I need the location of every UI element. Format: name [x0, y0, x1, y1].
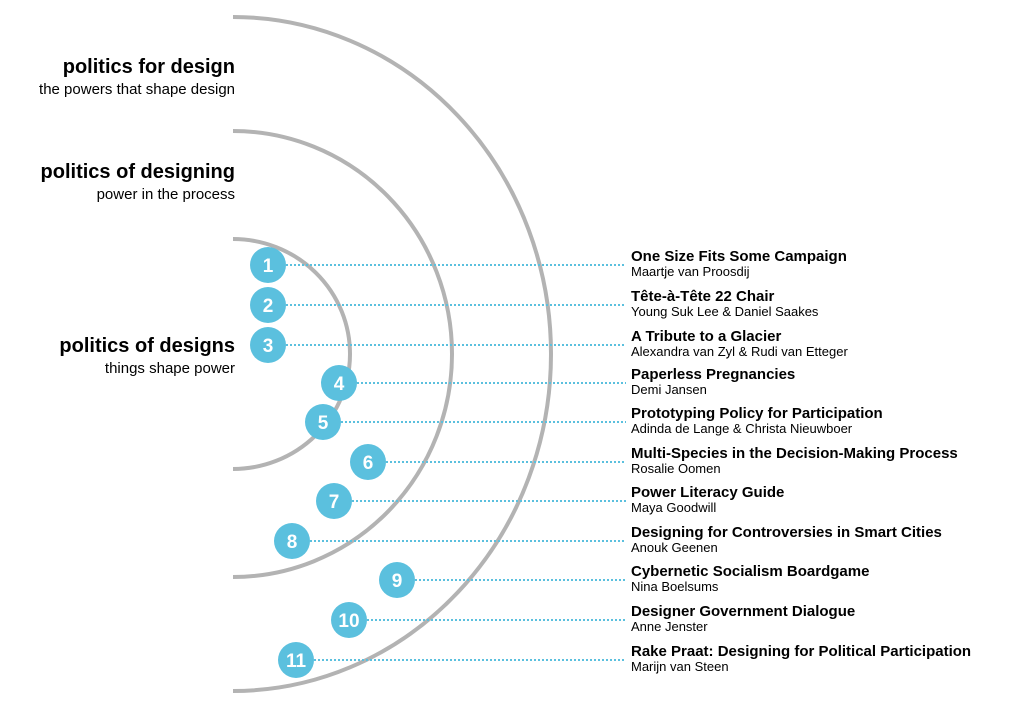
project-row: 6 Multi-Species in the Decision-Making P… [350, 444, 958, 480]
level-label-2: politics of designs things shape power [59, 335, 235, 377]
project-row: 4 Paperless Pregnancies Demi Jansen [321, 365, 795, 401]
project-author: Maartje van Proosdij [631, 264, 750, 279]
project-row: 1 One Size Fits Some Campaign Maartje va… [250, 247, 847, 283]
project-number: 11 [286, 651, 307, 672]
level-label-0: politics for design the powers that shap… [39, 56, 235, 98]
project-number: 7 [329, 492, 340, 513]
project-number-marker [321, 365, 357, 401]
project-number: 10 [338, 611, 359, 632]
level-title: politics for design [63, 56, 235, 78]
project-title: Cybernetic Socialism Boardgame [631, 563, 869, 580]
project-number-marker [250, 247, 286, 283]
project-author: Marijn van Steen [631, 659, 729, 674]
project-number-marker [316, 483, 352, 519]
project-row: 5 Prototyping Policy for Participation A… [305, 404, 883, 440]
level-title: politics of designs [59, 335, 235, 357]
project-row: 9 Cybernetic Socialism Boardgame Nina Bo… [379, 562, 869, 598]
project-author: Anne Jenster [631, 619, 708, 634]
project-title: Power Literacy Guide [631, 484, 784, 501]
project-title: Rake Praat: Designing for Political Part… [631, 643, 971, 660]
project-number: 4 [334, 374, 345, 395]
level-subtitle: power in the process [97, 186, 235, 203]
project-row: 7 Power Literacy Guide Maya Goodwill [316, 483, 784, 519]
level-label-1: politics of designing power in the proce… [41, 161, 235, 203]
project-number-marker [379, 562, 415, 598]
project-row: 11 Rake Praat: Designing for Political P… [278, 642, 971, 678]
project-author: Rosalie Oomen [631, 461, 721, 476]
project-author: Adinda de Lange & Christa Nieuwboer [631, 421, 853, 436]
project-number-marker [305, 404, 341, 440]
project-number: 9 [392, 571, 403, 592]
project-number: 2 [263, 296, 274, 317]
level-arcs [232, 15, 553, 693]
project-number: 8 [287, 532, 298, 553]
project-number: 3 [263, 336, 274, 357]
project-author: Young Suk Lee & Daniel Saakes [631, 304, 819, 319]
level-title: politics of designing [41, 161, 235, 183]
project-number: 5 [318, 413, 329, 434]
arc-politics-of-designs [232, 237, 352, 471]
project-title: Prototyping Policy for Participation [631, 405, 883, 422]
project-title: Tête-à-Tête 22 Chair [631, 288, 775, 305]
project-number-marker [331, 602, 367, 638]
project-number-marker [274, 523, 310, 559]
project-title: Paperless Pregnancies [631, 366, 795, 383]
project-number-marker [350, 444, 386, 480]
level-subtitle: the powers that shape design [39, 81, 235, 98]
project-title: Designer Government Dialogue [631, 603, 855, 620]
project-author: Alexandra van Zyl & Rudi van Etteger [631, 344, 848, 359]
project-row: 10 Designer Government Dialogue Anne Jen… [331, 602, 855, 638]
project-list: 1 One Size Fits Some Campaign Maartje va… [250, 247, 971, 678]
project-row: 8 Designing for Controversies in Smart C… [274, 523, 942, 559]
project-author: Maya Goodwill [631, 500, 716, 515]
project-number-marker [250, 287, 286, 323]
arc-politics-of-designing [232, 129, 454, 579]
project-number-marker [278, 642, 314, 678]
project-author: Demi Jansen [631, 382, 707, 397]
project-author: Nina Boelsums [631, 579, 719, 594]
arc-politics-for-design [232, 15, 553, 693]
project-title: Designing for Controversies in Smart Cit… [631, 524, 942, 541]
project-row: 3 A Tribute to a Glacier Alexandra van Z… [250, 327, 848, 363]
project-title: A Tribute to a Glacier [631, 328, 781, 345]
project-author: Anouk Geenen [631, 540, 718, 555]
project-number: 1 [263, 256, 274, 277]
project-title: One Size Fits Some Campaign [631, 248, 847, 265]
project-number: 6 [363, 453, 374, 474]
project-row: 2 Tête-à-Tête 22 Chair Young Suk Lee & D… [250, 287, 819, 323]
level-subtitle: things shape power [105, 360, 235, 377]
project-title: Multi-Species in the Decision-Making Pro… [631, 445, 958, 462]
project-number-marker [250, 327, 286, 363]
